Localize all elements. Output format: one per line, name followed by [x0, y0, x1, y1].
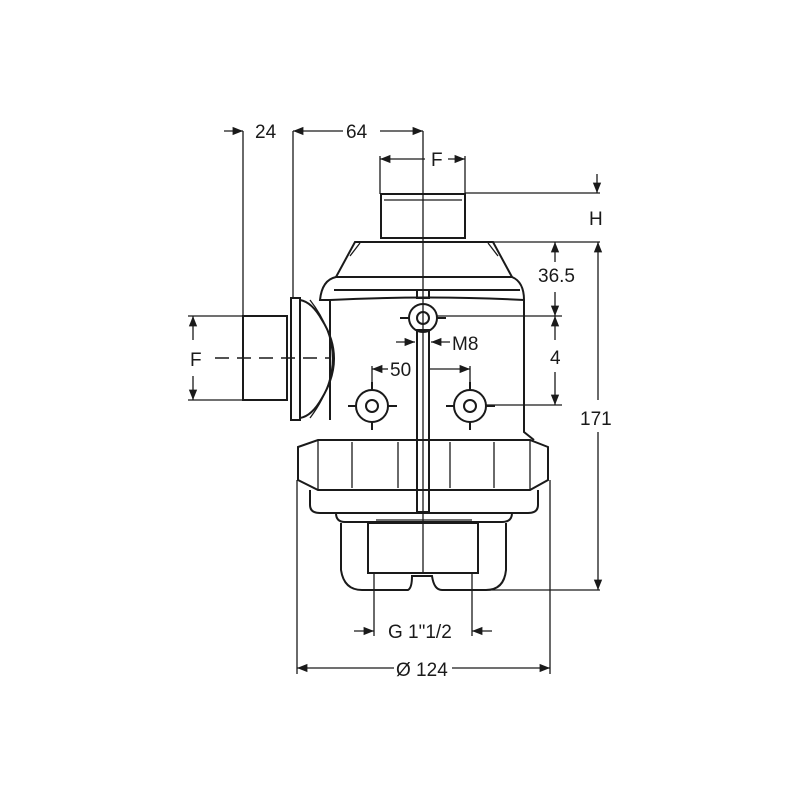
dim-m8-label: M8: [452, 334, 478, 355]
dim-4-label: 4: [550, 348, 561, 369]
dim-outlet-thread-label: G 1"1/2: [388, 622, 452, 643]
boss-right: [446, 382, 495, 430]
dim-36-5: 36.5: [493, 241, 600, 316]
filter-body: [242, 193, 549, 591]
dim-50-label: 50: [390, 360, 411, 381]
dim-24-label: 24: [255, 122, 277, 143]
dim-24: 24: [224, 122, 294, 316]
dim-top-f: F: [379, 150, 466, 194]
dim-side-f-label: F: [190, 350, 202, 371]
boss-left: [348, 382, 397, 430]
dim-36-5-label: 36.5: [538, 266, 575, 287]
dim-outlet-thread: G 1"1/2: [354, 573, 492, 643]
dim-h-label: H: [589, 209, 603, 230]
dim-top-f-label: F: [431, 150, 443, 171]
dim-171: 171: [486, 242, 612, 591]
dim-50: 50: [371, 360, 471, 382]
dim-64-label: 64: [346, 122, 368, 143]
dim-diameter: Ø 124: [296, 480, 551, 681]
dim-64: 64: [293, 122, 423, 143]
dim-m8: M8: [396, 334, 478, 355]
dim-4: 4: [437, 315, 562, 406]
dim-side-f: F: [188, 315, 243, 401]
dim-diameter-label: Ø 124: [396, 660, 448, 681]
dim-h: H: [465, 174, 603, 230]
dim-171-label: 171: [580, 409, 612, 430]
